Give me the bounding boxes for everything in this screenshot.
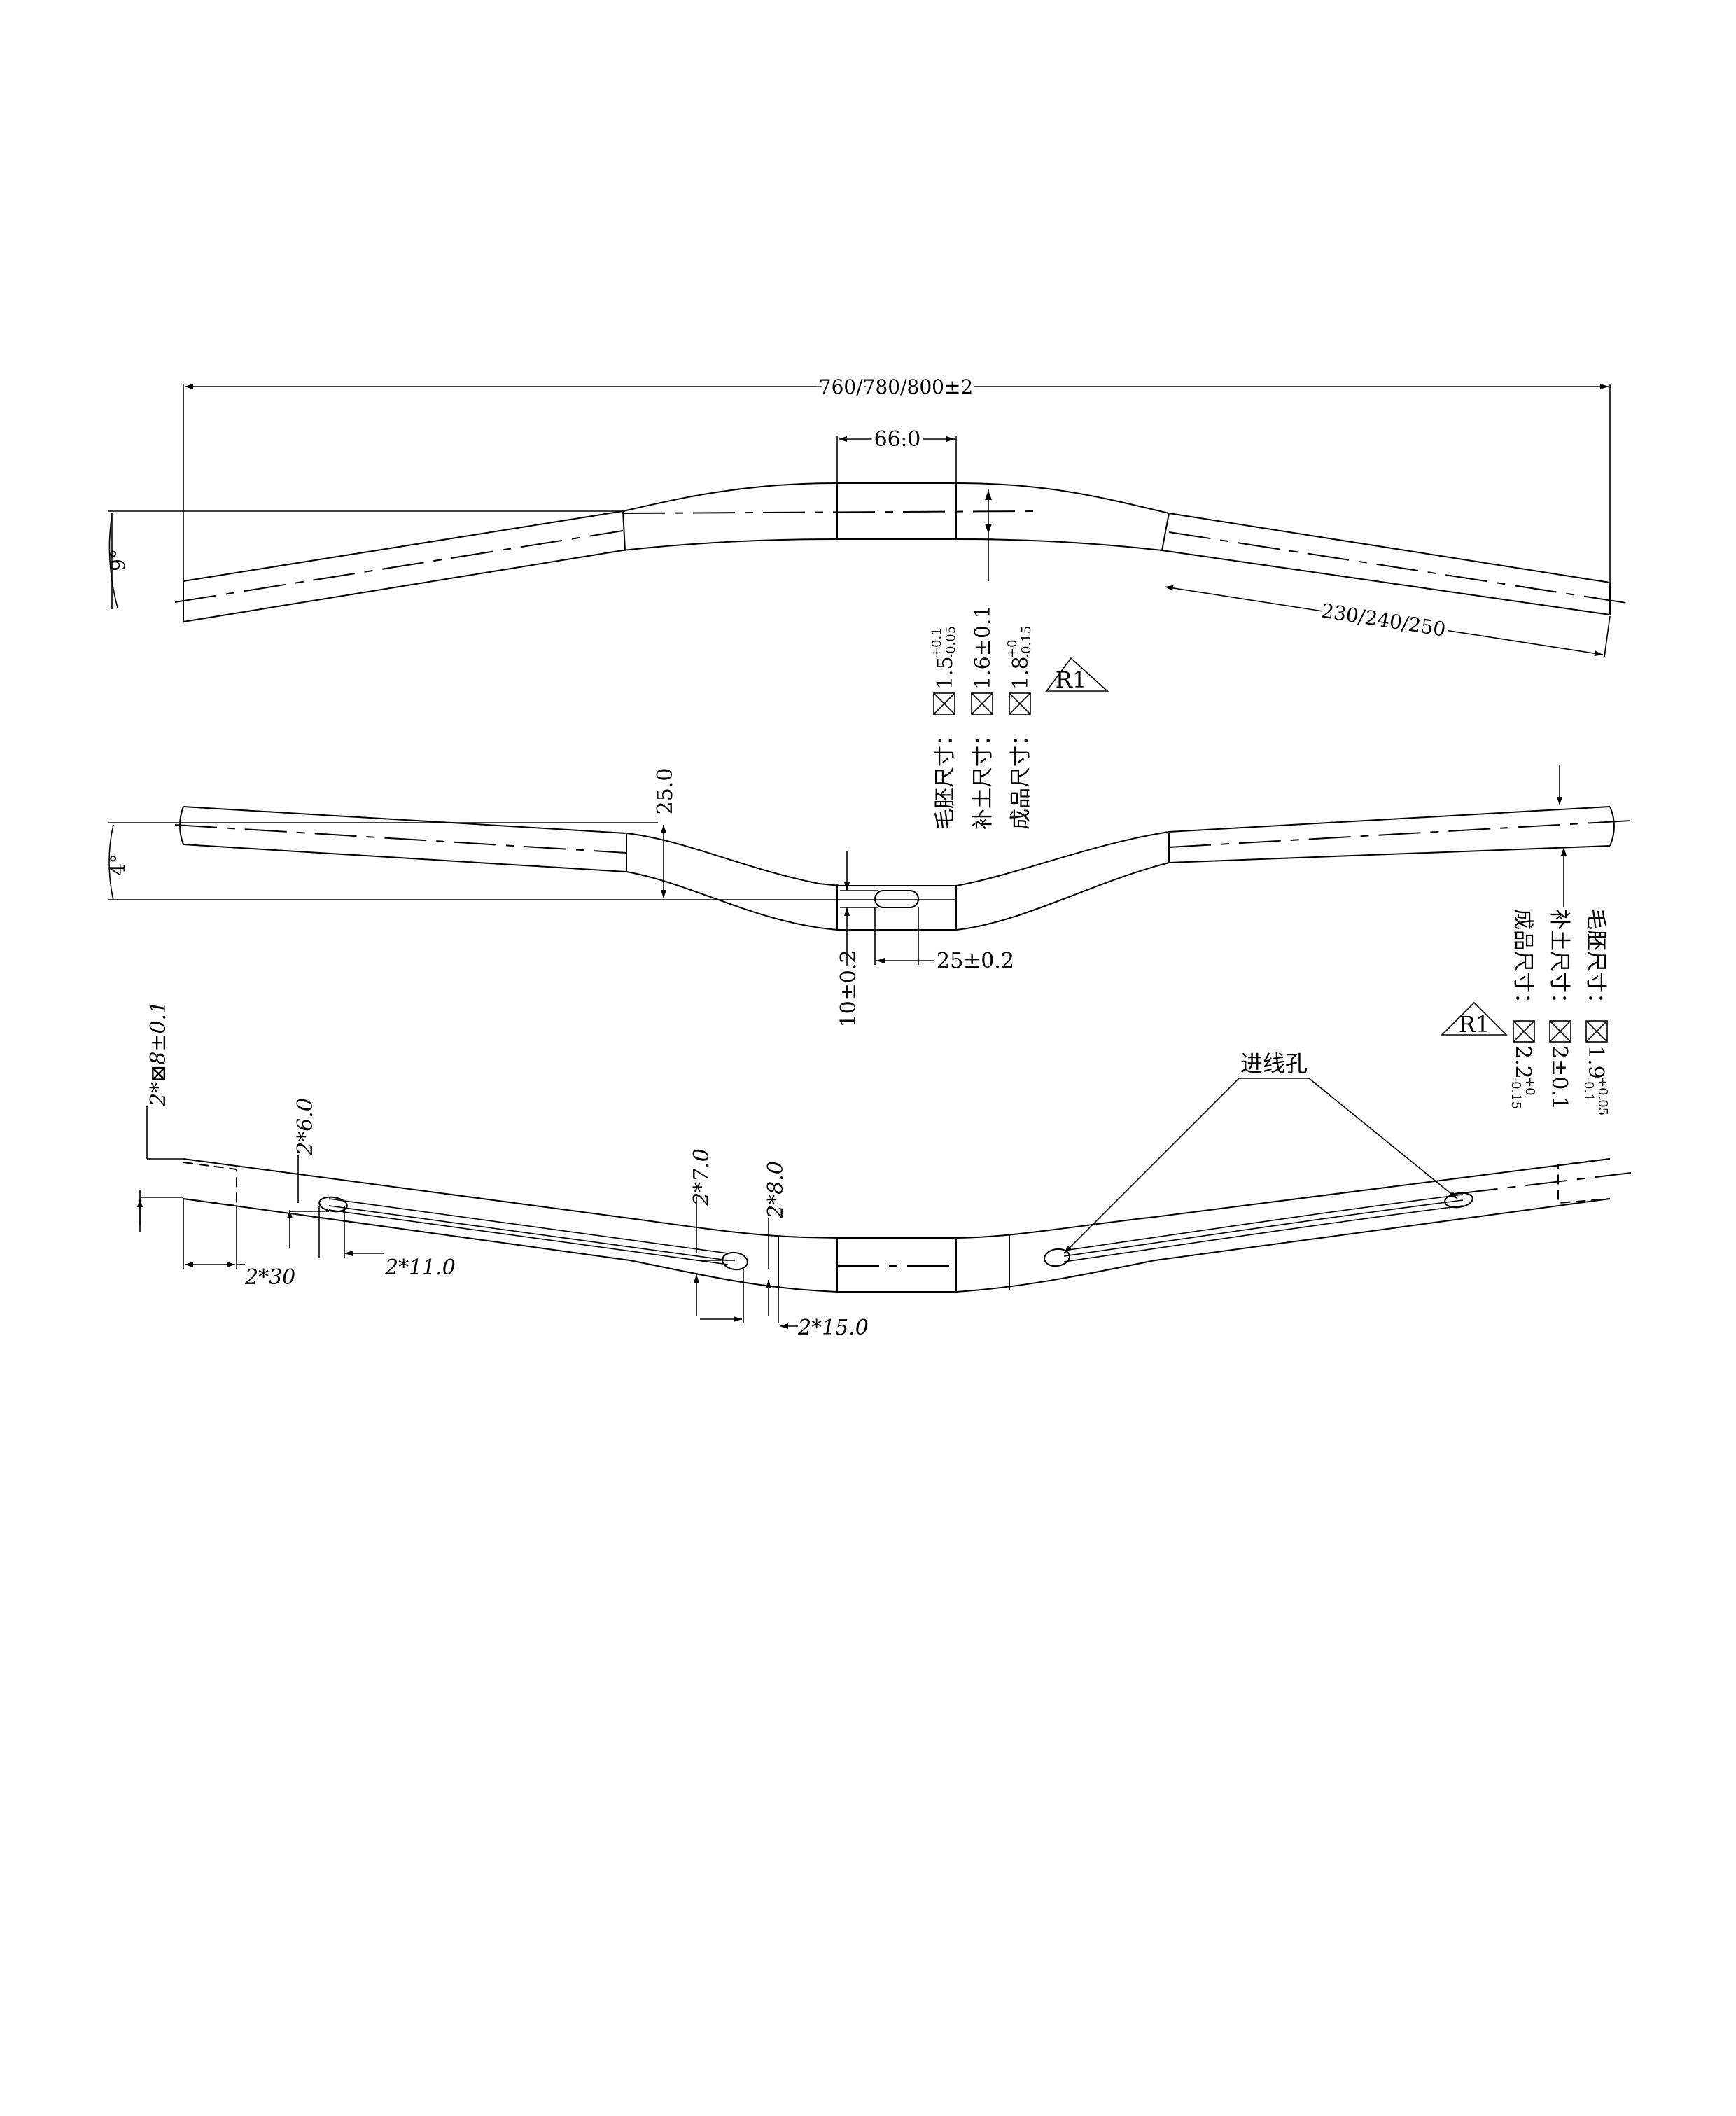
grip-start-right xyxy=(1161,513,1170,551)
top-spec-1-sub: -0.05 xyxy=(944,626,958,658)
cable-hole-left-outer xyxy=(318,1196,348,1213)
centerline-top-right xyxy=(1168,531,1632,604)
top-angle-label: 9° xyxy=(106,549,130,571)
front-angle-label: 4° xyxy=(106,854,130,876)
top-spec-1-value: 1.5 xyxy=(933,656,958,690)
square-symbol xyxy=(971,692,993,715)
front-spec-1: 毛胚尺寸： 1.9 +0.05 -0.1 xyxy=(1581,909,1610,1115)
front-spec-block: 毛胚尺寸： 1.9 +0.05 -0.1 补土尺寸： 2±0.1 成品尺寸： xyxy=(1441,909,1610,1115)
top-spec-block: 毛胚尺寸： 1.5 +0.1 -0.05 补土尺寸： 1.6±0.1 成品尺寸： xyxy=(930,605,1110,830)
top-spec-3-sup: +0 xyxy=(1005,639,1020,658)
top-spec-2-label: 补土尺寸： xyxy=(971,725,995,830)
bar-outline-front-upper xyxy=(183,806,1611,886)
front-view: 25.0 4° 10±0.2 25±0.2 毛胚尺寸： 1.9 +0.05 -0… xyxy=(106,765,1632,1115)
bar-outline-front-lower xyxy=(183,844,1611,931)
slot-height-label: 10±0.2 xyxy=(836,949,861,1027)
dim11-label: 2*11.0 xyxy=(384,1255,456,1280)
front-spec-3-value: 2.2 xyxy=(1511,1045,1535,1079)
slot-length-label: 25±0.2 xyxy=(937,949,1014,973)
top-spec-1: 毛胚尺寸： 1.5 +0.1 -0.05 xyxy=(930,626,958,830)
thickness-arrow-up xyxy=(985,490,992,500)
dim15-label: 2*15.0 xyxy=(797,1316,869,1340)
front-spec-2-label: 补土尺寸： xyxy=(1547,909,1572,1014)
cable-channel-left-3 xyxy=(328,1205,729,1261)
top-spec-2-value: 1.6±0.1 xyxy=(971,605,995,690)
cable-channel-right-1 xyxy=(1063,1194,1464,1251)
cable-channel-right-2 xyxy=(1063,1205,1464,1262)
square-symbol xyxy=(933,692,955,715)
centerline-front-right xyxy=(1168,820,1632,848)
cable-hole-leader-2 xyxy=(1308,1078,1458,1199)
top-spec-1-label: 毛胚尺寸： xyxy=(933,725,958,830)
grip-start-left xyxy=(622,510,626,551)
dim30-label: 2*30 xyxy=(244,1265,295,1290)
bottom-view: 进线孔 2*⊠8±0.1 2*6.0 2*30 2*11.0 2*7.0 xyxy=(137,1001,1632,1340)
front-spec-1-sup: +0.05 xyxy=(1595,1077,1610,1115)
top-spec-3-label: 成品尺寸： xyxy=(1009,725,1033,830)
dim7-label: 2*7.0 xyxy=(690,1148,714,1206)
front-spec-2-value: 2±0.1 xyxy=(1547,1045,1572,1110)
end-plug-right xyxy=(1558,1158,1611,1204)
rise-label: 25.0 xyxy=(653,768,678,815)
dim6-label: 2*6.0 xyxy=(293,1098,318,1156)
front-spec-3-label: 成品尺寸： xyxy=(1511,909,1535,1014)
front-radius-triangle: R1 xyxy=(1441,1001,1508,1038)
front-spec-1-value: 1.9 xyxy=(1583,1045,1608,1079)
grip-length-ext-right xyxy=(1604,615,1611,657)
centerline-bottom-right xyxy=(1455,1172,1632,1195)
cable-channel-left-1 xyxy=(328,1198,729,1254)
cable-channel-left-2 xyxy=(328,1209,729,1265)
bar-outline-bottom-upper xyxy=(183,1158,1611,1239)
grip-length-label: 230/240/250 xyxy=(1320,599,1447,641)
top-spec-2: 补土尺寸： 1.6±0.1 xyxy=(971,605,995,830)
cable-channel-right-3 xyxy=(1063,1199,1464,1257)
square-symbol xyxy=(1549,1020,1572,1043)
bar-outline-top-upper xyxy=(183,482,1611,583)
bar-end-front-right xyxy=(1609,806,1615,847)
top-spec-3: 成品尺寸： 1.8 +0 -0.15 xyxy=(1005,626,1034,830)
end-plug-left xyxy=(183,1162,237,1207)
cable-hole-leader-1 xyxy=(1063,1078,1240,1254)
front-spec-2: 补土尺寸： 2±0.1 xyxy=(1547,909,1572,1110)
centerline-top-center xyxy=(622,510,1037,514)
centerline-front-left xyxy=(174,824,627,854)
square-symbol xyxy=(1586,1020,1608,1043)
overall-width-label: 760/780/800±2 xyxy=(819,375,973,398)
top-spec-1-sup: +0.1 xyxy=(930,627,944,658)
cable-hole-label: 进线孔 xyxy=(1240,1050,1308,1077)
front-radius-label: R1 xyxy=(1459,1011,1490,1038)
cable-hole-left-inner xyxy=(722,1251,748,1271)
top-radius-triangle: R1 xyxy=(1045,657,1110,693)
cable-hole-right-inner xyxy=(1044,1248,1070,1267)
front-spec-3-sub: -0.15 xyxy=(1508,1077,1523,1109)
thickness-arrow-down xyxy=(985,524,992,534)
clamp-slot xyxy=(874,890,919,908)
front-spec-1-label: 毛胚尺寸： xyxy=(1583,909,1608,1014)
top-spec-3-sub: -0.15 xyxy=(1019,626,1034,658)
front-angle-arc xyxy=(108,824,114,901)
top-view: 760/780/800±2 66.0 9° 230/240/250 xyxy=(106,372,1632,830)
clamp-width-label: 66.0 xyxy=(874,427,921,452)
hole-dia-group: 2*⊠8±0.1 xyxy=(146,1001,171,1107)
square-symbol xyxy=(1513,1020,1535,1043)
dim8-label: 2*8.0 xyxy=(764,1161,788,1219)
angle-arc xyxy=(108,514,118,608)
front-spec-1-sub: -0.1 xyxy=(1581,1077,1596,1101)
square-symbol xyxy=(1009,692,1031,715)
cable-hole-right-outer xyxy=(1444,1192,1474,1209)
hole-dia-label: 2*⊠8±0.1 xyxy=(146,1001,171,1107)
front-spec-3-sup: +0 xyxy=(1522,1077,1537,1096)
bar-outline-top-lower xyxy=(183,538,1611,622)
top-spec-3-value: 1.8 xyxy=(1009,656,1033,690)
grip-length-dim-line xyxy=(1164,585,1604,657)
front-spec-3: 成品尺寸： 2.2 +0 -0.15 xyxy=(1508,909,1537,1109)
centerline-top-left xyxy=(174,530,624,603)
top-radius-label: R1 xyxy=(1056,667,1086,693)
